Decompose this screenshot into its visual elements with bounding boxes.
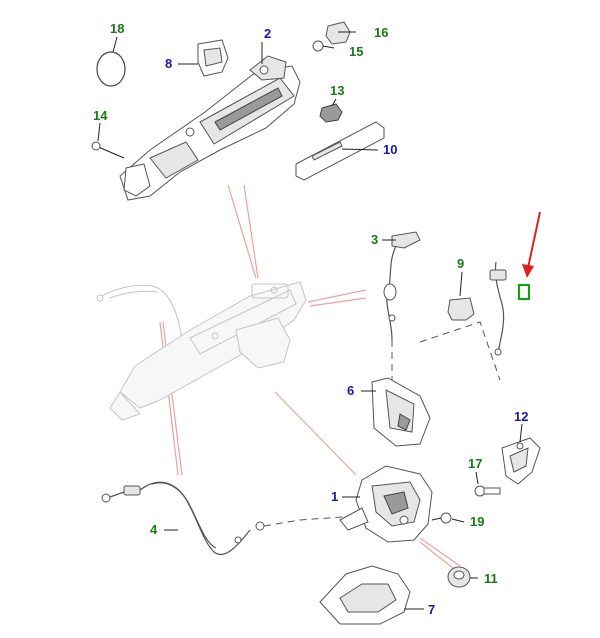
callout-labels: 18 2 16 15 8 13 14 10 3 9 6 12 17 1 19 4… xyxy=(93,21,528,617)
part-release-cable xyxy=(489,261,507,356)
callout-2: 2 xyxy=(264,26,271,41)
callout-14: 14 xyxy=(93,108,108,123)
callout-11: 11 xyxy=(484,571,498,586)
part-door-latch xyxy=(339,465,433,543)
callout-6: 6 xyxy=(347,383,354,398)
part-handle-trim xyxy=(295,121,385,181)
part-ring-seal xyxy=(96,51,126,87)
part-clip xyxy=(319,103,343,123)
callout-4: 4 xyxy=(150,522,158,537)
callout-leaders xyxy=(97,31,523,610)
part-latch-cover xyxy=(319,565,411,625)
callout-12: 12 xyxy=(514,409,528,424)
part-striker xyxy=(501,437,541,485)
part-cable-assembly xyxy=(101,481,265,556)
callout-16: 16 xyxy=(374,25,388,40)
callout-3: 3 xyxy=(371,232,378,247)
callout-8: 8 xyxy=(165,56,172,71)
callout-17: 17 xyxy=(468,456,482,471)
callout-1: 1 xyxy=(331,489,338,504)
ghost-handle-assembly xyxy=(96,281,307,421)
connection-lines xyxy=(263,321,501,527)
pointer-arrow xyxy=(522,211,541,278)
part-screw-19 xyxy=(431,512,452,524)
part-handle-carrier xyxy=(91,55,301,201)
part-bracket xyxy=(371,377,431,447)
part-screw-15 xyxy=(312,40,335,52)
callout-15: 15 xyxy=(349,44,363,59)
part-cable-3 xyxy=(383,231,421,341)
callout-13: 13 xyxy=(330,83,344,98)
part-cap xyxy=(325,21,351,45)
callout-7: 7 xyxy=(428,602,435,617)
callout-18: 18 xyxy=(110,21,124,36)
callout-9: 9 xyxy=(457,256,464,271)
part-bolt xyxy=(474,485,501,497)
callout-10: 10 xyxy=(383,142,397,157)
callout-19: 19 xyxy=(470,514,484,529)
part-grommet xyxy=(447,566,471,588)
part-bush xyxy=(447,297,475,321)
part-cover xyxy=(197,39,229,77)
highlighted-connector xyxy=(517,283,531,301)
